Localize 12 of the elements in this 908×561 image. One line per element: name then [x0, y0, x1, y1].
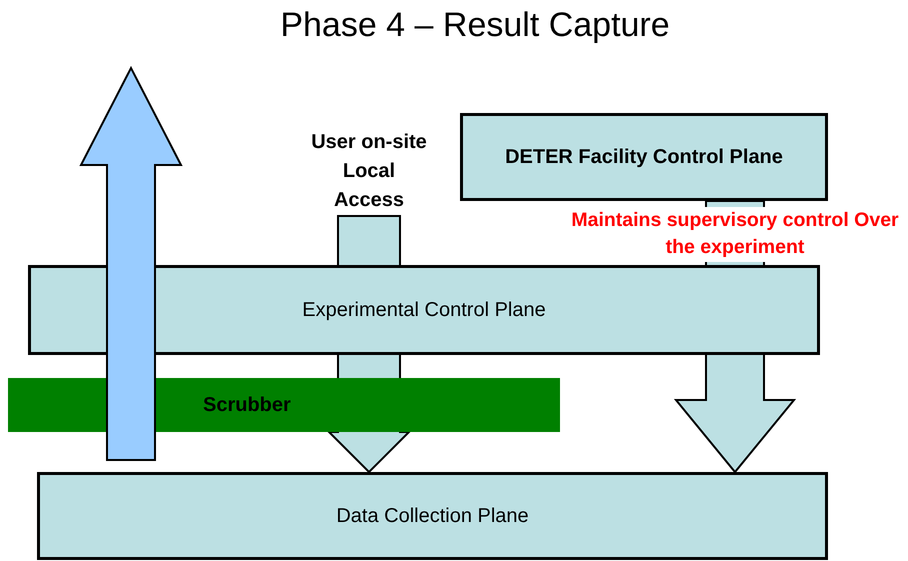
plane-box [460, 113, 828, 201]
plane-label: Data Collection Plane [336, 504, 529, 528]
plane-label: Experimental Control Plane [302, 298, 546, 322]
diagram-title: Phase 4 – Result Capture [279, 6, 671, 45]
access-label: User on-site Local Access [310, 130, 428, 212]
plane-box [28, 265, 820, 355]
plane-label: Scrubber [203, 392, 291, 418]
scrubber-band [8, 378, 560, 432]
block-arrow [326, 215, 412, 474]
plane-box [37, 472, 828, 560]
plane-label: DETER Facility Control Plane [505, 144, 783, 170]
block-arrow [79, 66, 183, 461]
